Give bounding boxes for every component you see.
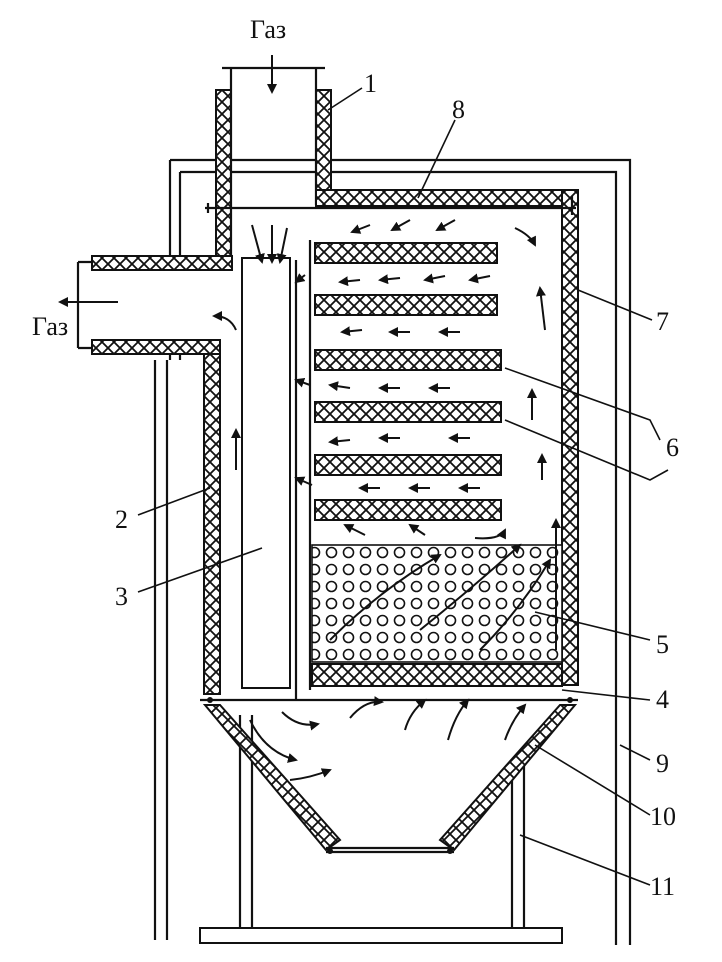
- packing-bed: [311, 544, 563, 687]
- flow-arrows: [58, 55, 561, 781]
- label-6: 6: [666, 433, 679, 462]
- labels: Газ Газ 1 8 7 6 2 3 5 4 9 10 11: [32, 15, 679, 901]
- label-8: 8: [452, 95, 465, 124]
- baffle-shelves: [314, 242, 502, 521]
- support-legs: [199, 715, 563, 944]
- label-9: 9: [656, 749, 669, 778]
- leader-lines: [137, 87, 669, 886]
- label-11: 11: [650, 872, 675, 901]
- label-4: 4: [656, 685, 669, 714]
- hopper: [200, 697, 578, 854]
- label-2: 2: [115, 505, 128, 534]
- casing-insulation: [76, 189, 579, 695]
- label-1: 1: [364, 69, 377, 98]
- label-10: 10: [650, 802, 676, 831]
- label-5: 5: [656, 630, 669, 659]
- label-gas-out: Газ: [32, 312, 68, 341]
- label-7: 7: [656, 307, 669, 336]
- label-gas-in: Газ: [250, 15, 286, 44]
- label-3: 3: [115, 582, 128, 611]
- central-tube: [241, 240, 312, 700]
- inlet-pipe: [215, 66, 332, 260]
